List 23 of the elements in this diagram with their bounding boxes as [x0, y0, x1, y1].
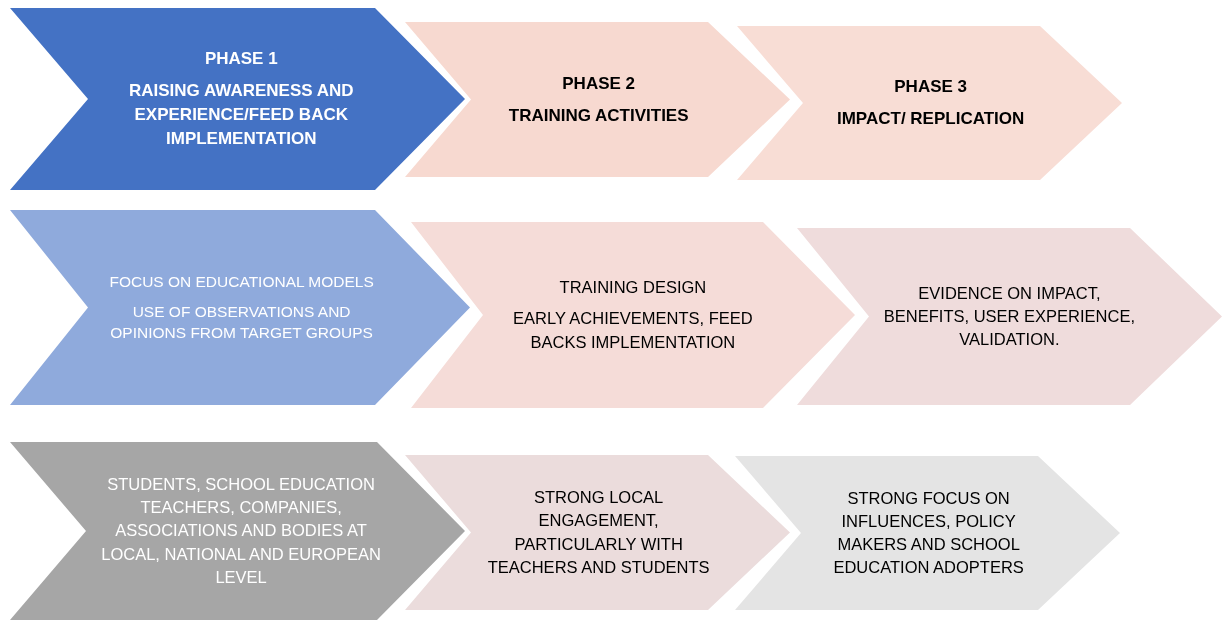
- chevron-text: STRONG FOCUS ON INFLUENCES, POLICY MAKERS AND SCHOOL EDUCATION ADOPTERS: [832, 487, 1025, 579]
- chevron-shape: [405, 455, 790, 610]
- chevron-shape: [735, 456, 1120, 610]
- chevron-text: USE OF OBSERVATIONS AND OPINIONS FROM TARGET GROUPS: [109, 301, 374, 344]
- chevron-text: RAISING AWARENESS AND EXPERIENCE/FEED BACK IMPLEMENTATION: [128, 80, 355, 150]
- chevron-shape: [10, 210, 470, 405]
- phase-heading: PHASE 3: [894, 76, 967, 99]
- chevron-text: EARLY ACHIEVEMENTS, FEED BACKS IMPLEMENTATION: [512, 308, 754, 353]
- chevron-shape: [411, 222, 855, 408]
- chevron-text: EVIDENCE ON IMPACT, BENEFITS, USER EXPERIENCE, VALIDATION.: [882, 282, 1136, 351]
- chevron-text: IMPACT/ REPLICATION: [837, 108, 1025, 130]
- chevron-shape: [10, 8, 465, 190]
- phase-heading: PHASE 2: [562, 72, 635, 95]
- chevron-text: STUDENTS, SCHOOL EDUCATION TEACHERS, COMPANIES, ASSOCIATIONS AND BODIES AT LOCAL, NATIONAL AND EUROPEAN LEVEL: [100, 474, 382, 588]
- chevron-text: TRAINING DESIGN: [559, 277, 707, 299]
- chevron-text: FOCUS ON EDUCATIONAL MODELS: [109, 271, 374, 292]
- chevron-shape: [405, 22, 790, 177]
- chevron-text: STRONG LOCAL ENGAGEMENT, PARTICULARLY WITH TEACHERS AND STUDENTS: [486, 487, 711, 578]
- chevron-shape: [737, 26, 1122, 180]
- chevron-shape: [797, 228, 1222, 405]
- chevron-shape: [10, 442, 465, 620]
- phase-heading: PHASE 1: [204, 48, 278, 71]
- chevron-text: TRAINING ACTIVITIES: [508, 104, 689, 127]
